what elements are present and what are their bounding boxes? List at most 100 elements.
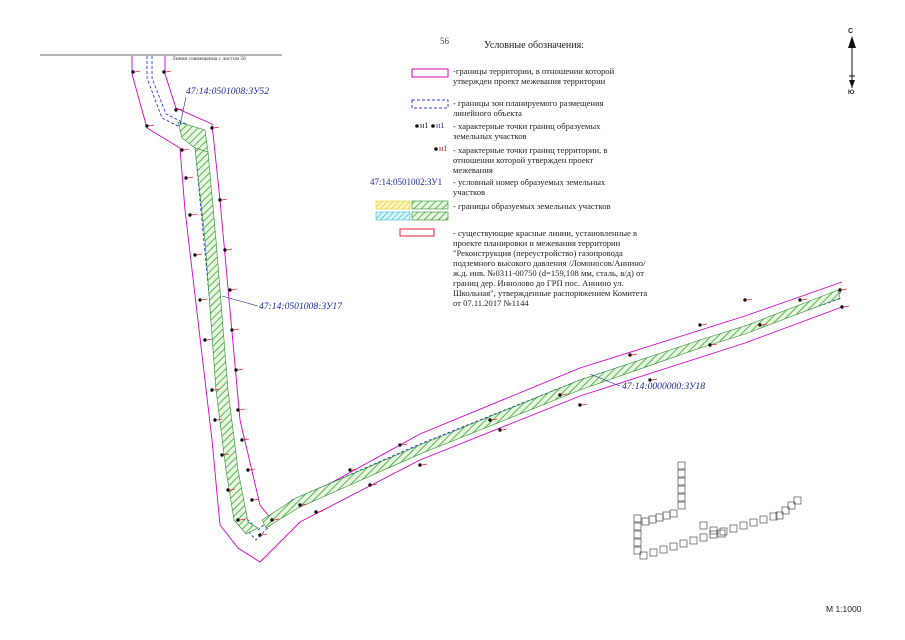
- key-map-sheet: [739, 521, 748, 530]
- key-map-sheet: [709, 526, 718, 535]
- key-map-sheet: [749, 518, 758, 527]
- point-tag-mark: [701, 323, 708, 326]
- point-tag-mark: [273, 518, 280, 521]
- point-tag-mark: [206, 338, 213, 341]
- point-tag-mark: [229, 488, 236, 491]
- characteristic-point: [558, 393, 562, 397]
- characteristic-point: [758, 323, 762, 327]
- legend-point-dot-b: [431, 124, 435, 128]
- key-map-sheet: [781, 506, 790, 515]
- characteristic-point: [230, 328, 234, 332]
- legend-parcel-green-2: [411, 211, 449, 221]
- key-map-sheet: [699, 521, 708, 530]
- key-map-sheet: [659, 545, 668, 554]
- characteristic-point: [228, 288, 232, 292]
- point-tag-mark: [183, 148, 190, 151]
- key-map-sheet: [649, 548, 658, 557]
- characteristic-point: [628, 353, 632, 357]
- characteristic-point: [220, 453, 224, 457]
- point-tag-mark: [371, 483, 378, 486]
- characteristic-point: [250, 498, 254, 502]
- point-tag-mark: [631, 353, 638, 356]
- point-tag-mark: [221, 198, 228, 201]
- characteristic-point: [188, 213, 192, 217]
- key-map-sheet: [677, 493, 686, 502]
- characteristic-point: [798, 298, 802, 302]
- leader-zu52: [179, 96, 187, 126]
- characteristic-point: [838, 288, 842, 292]
- leader-zu17: [221, 295, 259, 307]
- legend-red-lines-text: - существующие красные линии, установлен…: [453, 228, 648, 308]
- point-tag-mark: [243, 438, 250, 441]
- key-map-sheet: [633, 538, 642, 547]
- characteristic-point: [131, 70, 135, 74]
- characteristic-point: [708, 343, 712, 347]
- characteristic-point: [236, 518, 240, 522]
- key-map-sheet: [677, 485, 686, 494]
- characteristic-point: [298, 503, 302, 507]
- legend-red-line-symbol: [399, 228, 435, 237]
- key-map-sheet: [662, 511, 671, 520]
- legend-parcel-yellow: [375, 200, 411, 210]
- label-parcel-zu18: 47:14:0000000:ЗУ18: [622, 381, 706, 392]
- key-map-sheet: [677, 477, 686, 486]
- key-map-sheet: [677, 501, 686, 510]
- characteristic-point: [240, 438, 244, 442]
- characteristic-point: [180, 148, 184, 152]
- key-map-sheet: [655, 513, 664, 522]
- characteristic-point: [314, 510, 318, 514]
- key-map-sheet: [633, 514, 642, 523]
- key-map-sheet: [709, 530, 718, 539]
- characteristic-point: [578, 403, 582, 407]
- characteristic-point: [210, 126, 214, 130]
- point-tag-mark: [196, 253, 203, 256]
- point-tag-mark: [201, 298, 208, 301]
- key-map-sheet: [775, 511, 784, 520]
- legend-parcel-number-sample: 47:14:0501002:ЗУ1: [370, 177, 443, 187]
- point-tag-mark: [223, 453, 230, 456]
- legend-parcel-cyan: [375, 211, 411, 221]
- point-tag-mark: [351, 468, 358, 471]
- legend-territory-symbol: [411, 68, 449, 78]
- label-parcel-zu52: 47:14:0501008:ЗУ52: [186, 86, 270, 97]
- legend-territory-points-text: - характерные точки границ территории, в…: [453, 145, 608, 175]
- point-tag-mark: [239, 518, 246, 521]
- characteristic-point: [210, 388, 214, 392]
- point-tag-mark: [253, 498, 260, 501]
- characteristic-point: [258, 533, 262, 537]
- point-tag-mark: [231, 288, 238, 291]
- legend-territory-text: -границы территории, в отношении которой…: [453, 66, 615, 86]
- key-map-sheet: [669, 509, 678, 518]
- north-arrow-label-south: Ю: [848, 90, 855, 96]
- parcel-zu52-strip: [177, 121, 209, 153]
- key-map-sheet: [793, 496, 802, 505]
- characteristic-point: [234, 368, 238, 372]
- key-map-sheet: [759, 515, 768, 524]
- legend-parcel-boundaries-text: - границы образуемых земельных участков: [453, 201, 611, 211]
- point-tag-mark: [148, 124, 155, 127]
- key-map-sheet: [633, 522, 642, 531]
- territory-boundary-inner: [164, 56, 843, 521]
- point-tag-mark: [801, 298, 808, 301]
- key-map-sheet: [689, 536, 698, 545]
- characteristic-point: [418, 463, 422, 467]
- key-map-sheet: [717, 529, 726, 538]
- characteristic-point: [162, 70, 166, 74]
- key-map-sheet: [699, 533, 708, 542]
- key-map-sheet: [639, 551, 648, 560]
- characteristic-point: [368, 483, 372, 487]
- point-tag-mark: [843, 305, 850, 308]
- legend-point-marker-b: н1: [436, 121, 445, 130]
- characteristic-point: [226, 488, 230, 492]
- point-tag-mark: [249, 468, 256, 471]
- point-tag-mark: [317, 510, 324, 513]
- point-tag-mark: [213, 126, 220, 129]
- map-scale: М 1:1000: [826, 604, 862, 614]
- point-tag-mark: [561, 393, 568, 396]
- characteristic-point: [488, 418, 492, 422]
- point-tag-mark: [134, 70, 141, 73]
- legend-territory-point-marker: н1: [439, 144, 448, 153]
- point-tag-mark: [651, 378, 658, 381]
- overview-key-map: [633, 461, 802, 560]
